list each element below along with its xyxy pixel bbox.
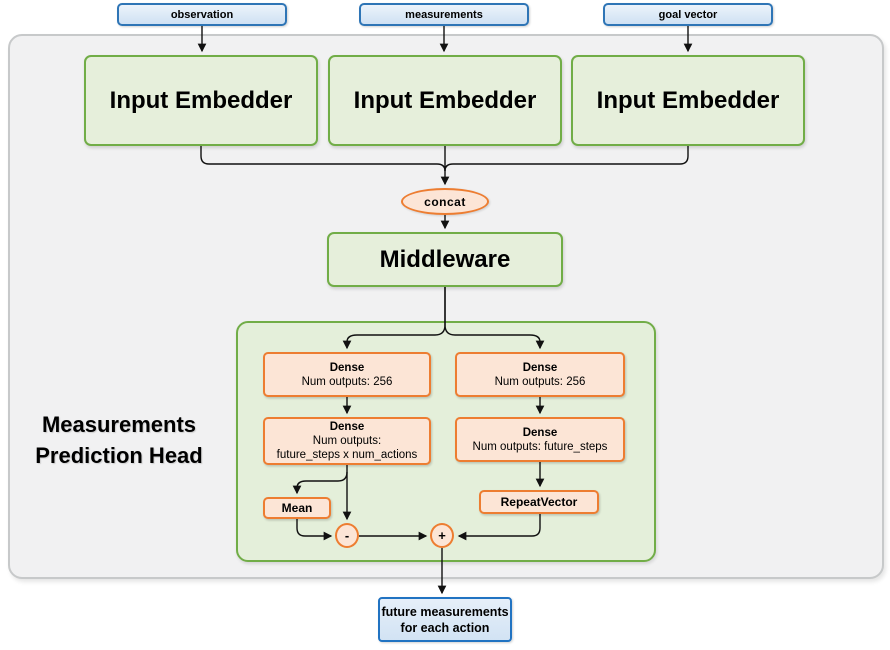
input-node-observation: observation [117,3,287,26]
mean-node-label: Mean [281,501,313,515]
embedder-node-observation: Input Embedder [84,55,318,146]
concat-node-label: concat [424,194,466,209]
dense-node-detail: Num outputs: [312,435,382,447]
middleware-node-label: Middleware [379,245,511,273]
output-node-line1: future measurements [381,604,509,619]
subtract-operator-node: - [335,523,359,548]
subtract-operator-label: - [344,528,350,543]
embedder-node-label: Input Embedder [109,86,293,114]
embedder-node-measurements: Input Embedder [328,55,562,146]
output-node-line2: for each action [400,620,490,635]
add-operator-label: + [438,528,446,543]
input-node-measurements-label: measurements [405,8,483,21]
dense-node-title: Dense [522,361,558,374]
add-operator-node: + [430,523,454,548]
embedder-node-label: Input Embedder [596,86,780,114]
dense-node-detail2: future_steps x num_actions [276,449,418,461]
embedder-node-label: Input Embedder [353,86,537,114]
dense-node-left-256: Dense Num outputs: 256 [263,352,431,397]
dense-node-detail: Num outputs: 256 [494,375,586,388]
input-node-goal-vector-label: goal vector [658,8,718,21]
input-node-goal-vector: goal vector [603,3,773,26]
embedder-node-goal-vector: Input Embedder [571,55,805,146]
middleware-node: Middleware [327,232,563,287]
repeat-vector-node-label: RepeatVector [500,495,578,509]
output-node-future-measurements: future measurements for each action [378,597,512,642]
dense-node-detail: Num outputs: 256 [301,375,393,388]
input-node-observation-label: observation [170,8,234,21]
dense-node-right-256: Dense Num outputs: 256 [455,352,625,397]
dense-node-title: Dense [522,426,558,439]
dense-node-title: Dense [329,421,365,433]
dense-node-steps-output: Dense Num outputs: future_steps [455,417,625,462]
dense-node-actions-output: Dense Num outputs: future_steps x num_ac… [263,417,431,465]
dense-node-detail: Num outputs: future_steps [472,440,608,453]
input-node-measurements: measurements [359,3,529,26]
prediction-head-title-line1: Measurements [41,412,197,437]
dense-node-title: Dense [329,361,365,374]
repeat-vector-node: RepeatVector [479,490,599,514]
concat-node: concat [401,188,489,215]
prediction-head-title: Measurements Prediction Head [14,409,224,471]
mean-node: Mean [263,497,331,519]
prediction-head-title-line2: Prediction Head [35,443,203,468]
